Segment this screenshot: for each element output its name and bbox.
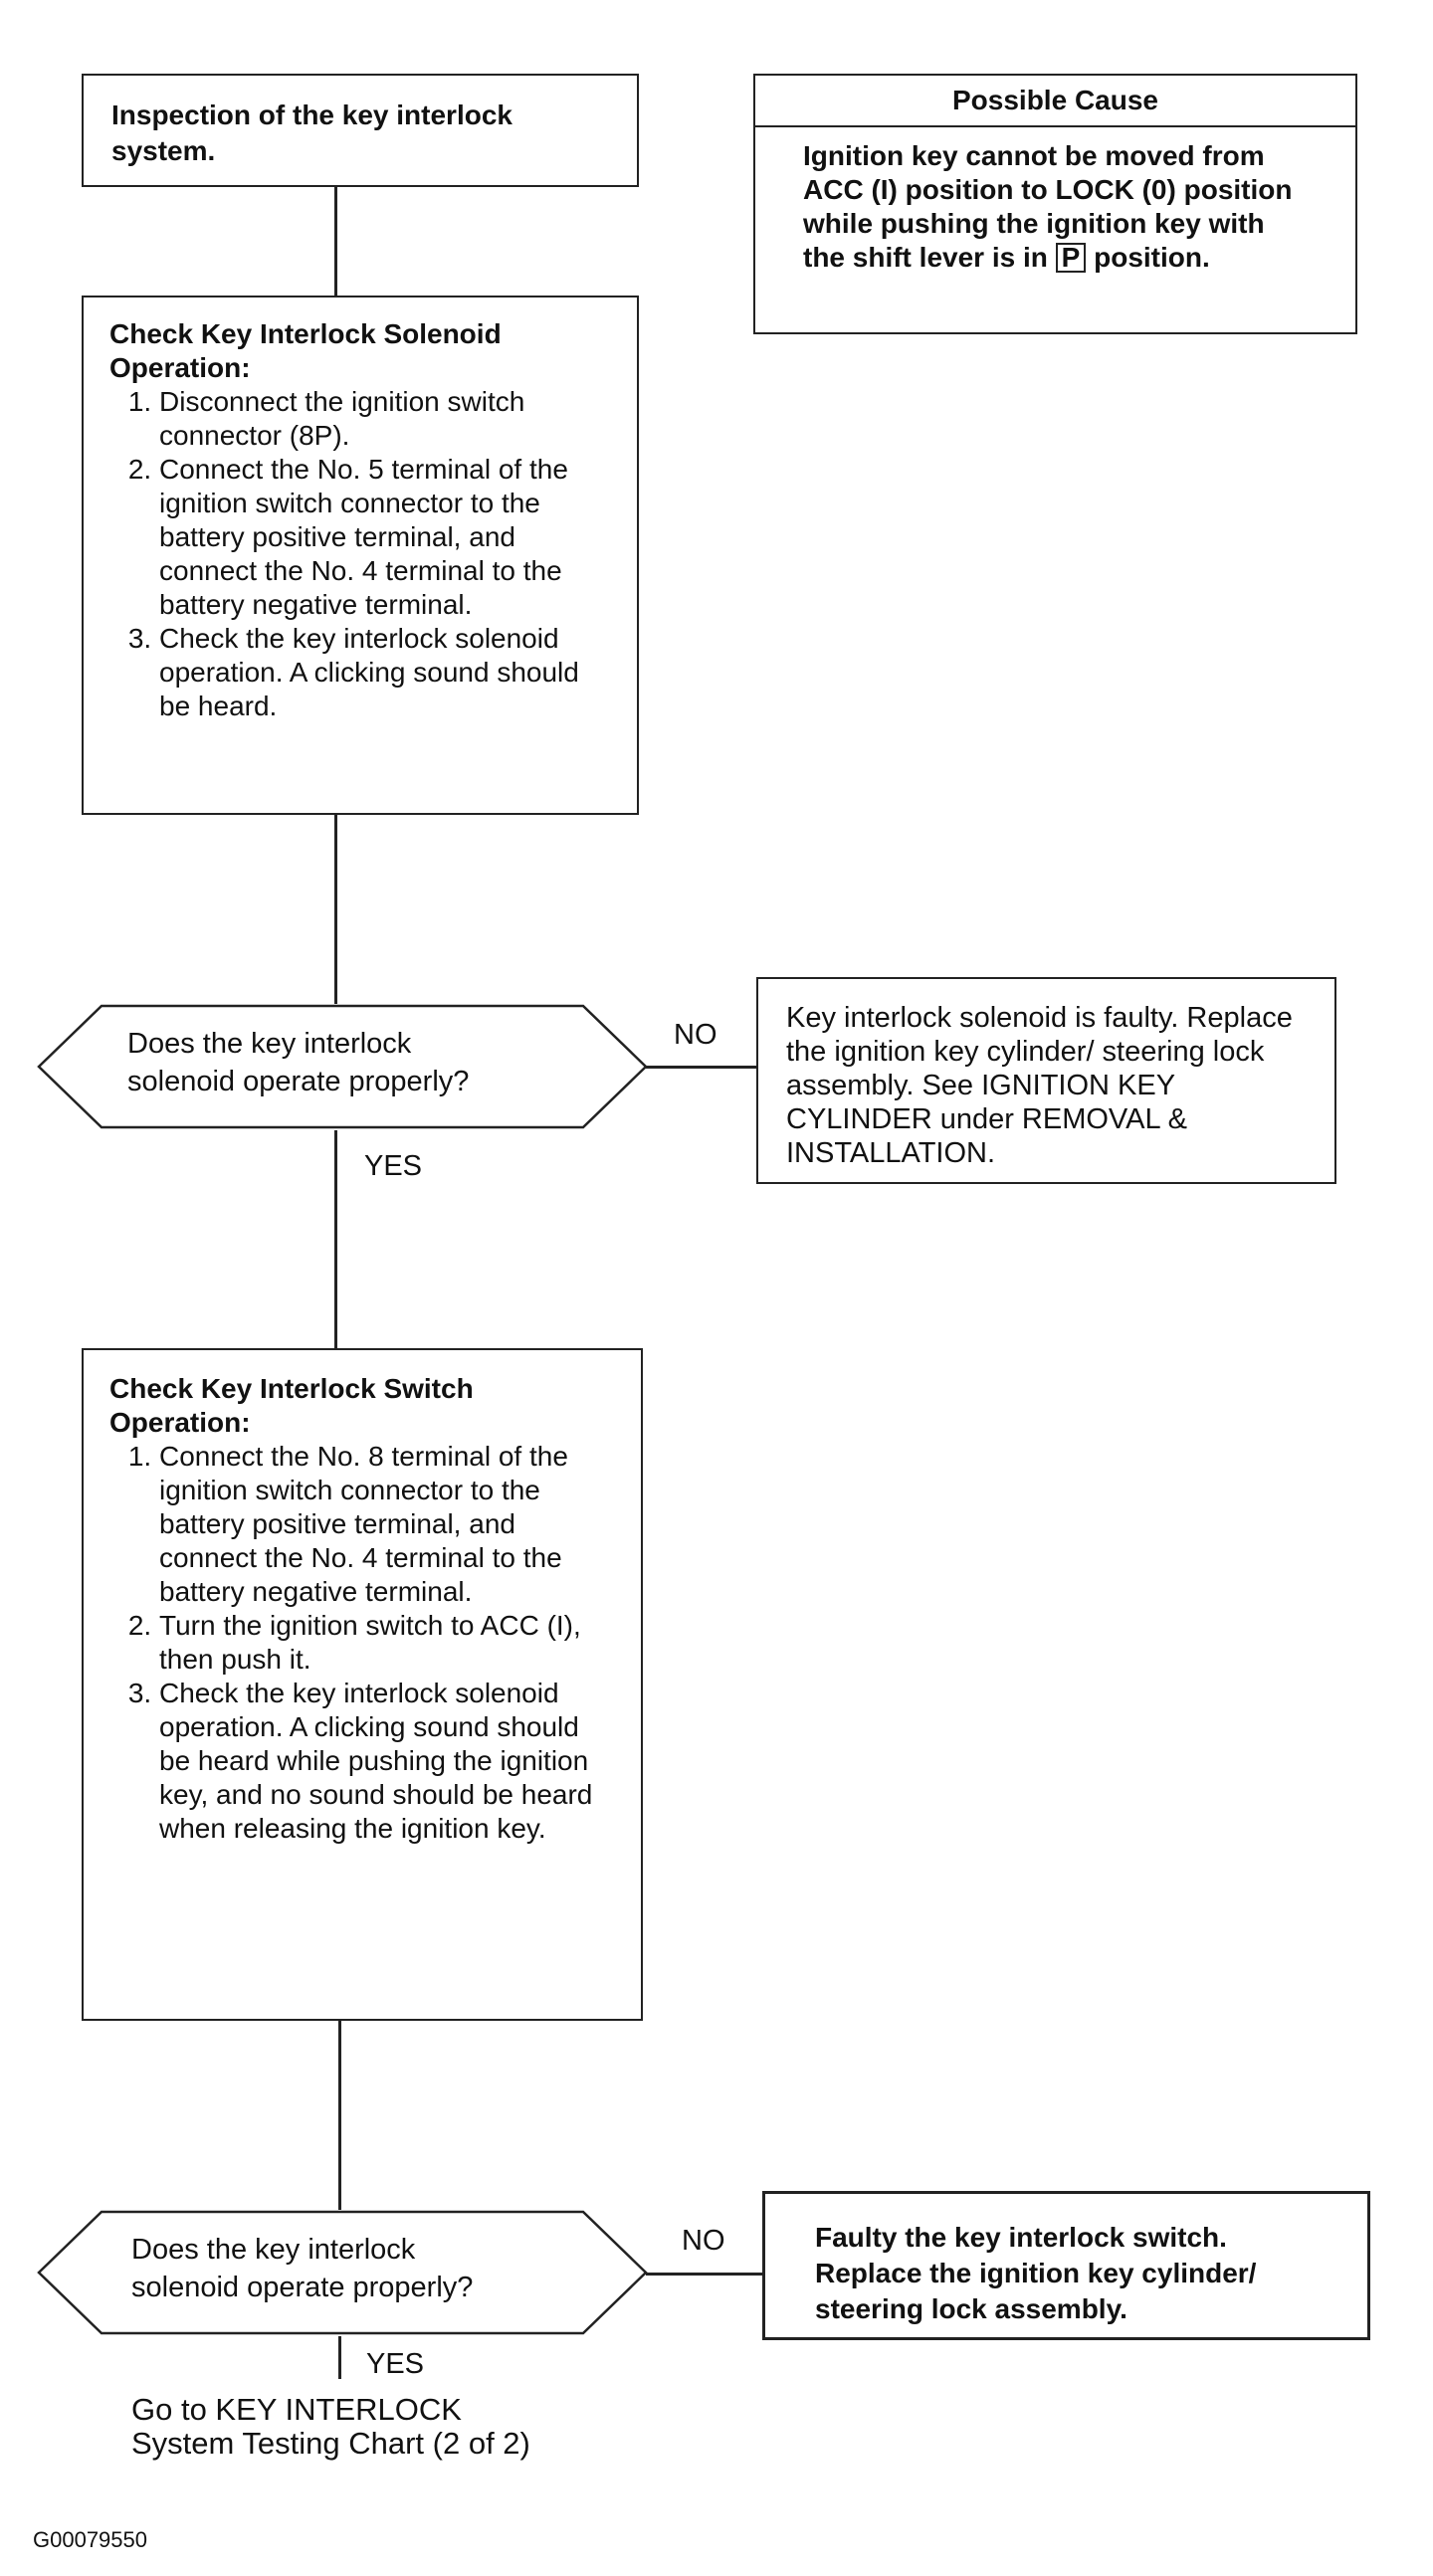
decision-1-yes-label: YES (364, 1150, 423, 1182)
p-position-symbol: P (1055, 243, 1087, 273)
start-box-text: Inspection of the key interlock system. (111, 99, 512, 166)
result-1-box: Key interlock solenoid is faulty. Replac… (756, 977, 1336, 1184)
check-switch-step: Check the key interlock solenoid operati… (159, 1677, 617, 1846)
possible-cause-box: Possible Cause Ignition key cannot be mo… (753, 74, 1357, 334)
check-solenoid-steps: Disconnect the ignition switch connector… (109, 385, 613, 723)
decision-2-yes-label: YES (366, 2348, 425, 2380)
connector-3 (334, 1130, 337, 1348)
connector-5 (338, 2336, 341, 2379)
check-solenoid-box: Check Key Interlock Solenoid Operation: … (82, 296, 639, 815)
check-switch-step: Connect the No. 8 terminal of the igniti… (159, 1440, 617, 1609)
check-solenoid-step: Disconnect the ignition switch connector… (159, 385, 613, 453)
connector-4 (338, 2021, 341, 2210)
result-2-box: Faulty the key interlock switch. Replace… (762, 2191, 1370, 2340)
decision-2-text: Does the key interlock solenoid operate … (131, 2234, 474, 2303)
possible-cause-text: Ignition key cannot be moved from ACC (I… (803, 140, 1293, 273)
possible-cause-body: Ignition key cannot be moved from ACC (I… (755, 127, 1355, 275)
connector-2 (334, 815, 337, 1004)
check-switch-box: Check Key Interlock Switch Operation: Co… (82, 1348, 643, 2021)
result-2-text: Faulty the key interlock switch. Replace… (815, 2222, 1257, 2324)
result-1-text: Key interlock solenoid is faulty. Replac… (786, 1002, 1293, 1169)
possible-cause-header: Possible Cause (755, 76, 1355, 127)
goto-line-2: System Testing Chart (2 of 2) (131, 2426, 530, 2461)
start-box: Inspection of the key interlock system. (82, 74, 639, 187)
connector-no-1 (646, 1066, 757, 1069)
check-switch-steps: Connect the No. 8 terminal of the igniti… (109, 1440, 617, 1846)
check-switch-step: Turn the ignition switch to ACC (I), the… (159, 1609, 617, 1677)
connector-no-2 (646, 2273, 763, 2276)
decision-1-text: Does the key interlock solenoid operate … (127, 1028, 470, 1097)
check-solenoid-step: Check the key interlock solenoid operati… (159, 622, 613, 723)
decision-1-no-label: NO (674, 1019, 717, 1051)
check-solenoid-title: Check Key Interlock Solenoid Operation: (109, 318, 502, 383)
goto-line-1: Go to KEY INTERLOCK (131, 2392, 462, 2427)
check-switch-title: Check Key Interlock Switch Operation: (109, 1373, 474, 1438)
goto-text: Go to KEY INTERLOCK System Testing Chart… (131, 2393, 530, 2461)
connector-1 (334, 187, 337, 296)
figure-id: G00079550 (33, 2527, 147, 2552)
possible-cause-text-end: position. (1094, 242, 1210, 273)
check-solenoid-step: Connect the No. 5 terminal of the igniti… (159, 453, 613, 622)
decision-2-no-label: NO (682, 2225, 725, 2257)
